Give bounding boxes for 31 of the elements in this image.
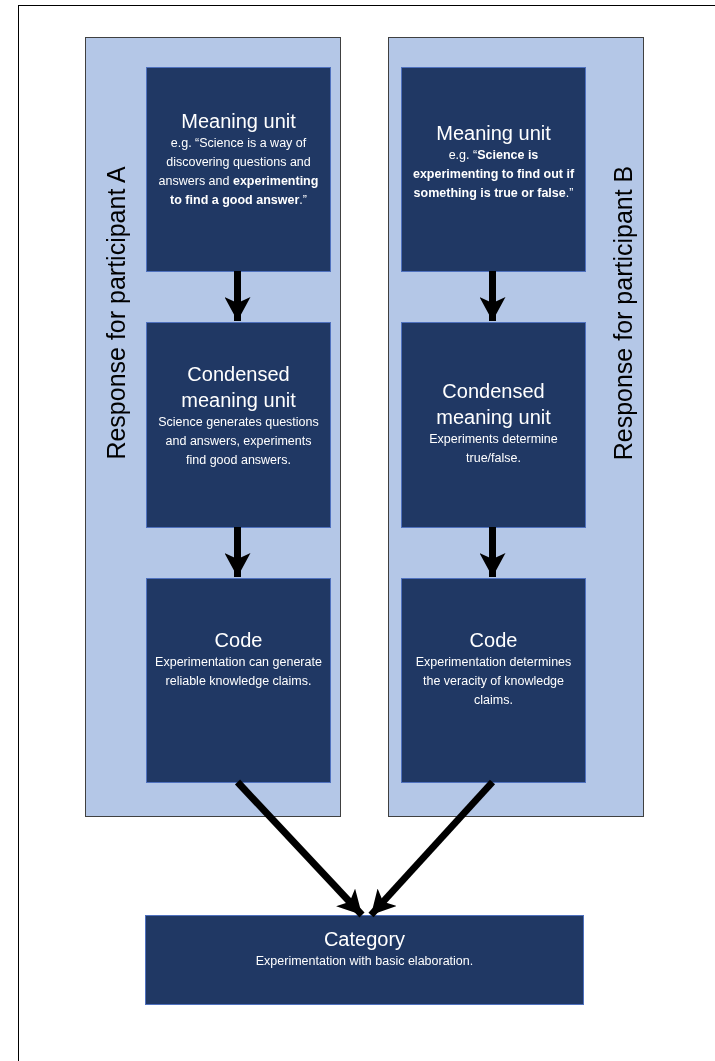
participant-panel (388, 37, 644, 817)
stage-box (146, 67, 331, 272)
stage-box (146, 578, 331, 783)
box-description: e.g. “Science is experimenting to find out if something is true or false.” (411, 147, 576, 202)
panel-label: Response for participant A (103, 166, 129, 460)
box-heading: Condensed meaning unit (435, 379, 552, 430)
stage-box (401, 67, 586, 272)
arrow (368, 779, 496, 918)
arrow (479, 271, 506, 321)
box-heading: Category (323, 927, 406, 952)
box-description: e.g. “Science is a way of discovering questions and answers and experimenting to find a good answer.” (157, 135, 320, 209)
box-heading: Code (214, 628, 263, 653)
box-heading: Meaning unit (436, 121, 551, 146)
box-description: Experimentation with basic elaboration. (255, 953, 474, 970)
box-heading: Code (469, 628, 518, 653)
arrow (234, 779, 365, 918)
stage-box (401, 322, 586, 528)
participant-panel (85, 37, 341, 817)
arrow (479, 527, 506, 577)
category-box (145, 915, 584, 1005)
panel-label: Response for participant B (610, 165, 636, 461)
box-description: Science generates questions and answers, experiments find good answers. (157, 414, 320, 469)
box-heading: Meaning unit (181, 109, 296, 134)
box-description: Experimentation can generate reliable knowledge claims. (155, 654, 322, 690)
stage-box (401, 578, 586, 783)
box-heading: Condensed meaning unit (180, 362, 297, 413)
arrow (224, 527, 251, 577)
box-description: Experiments determine true/false. (428, 431, 559, 467)
arrow (224, 271, 251, 321)
box-description: Experimentation determines the veracity of knowledge claims. (414, 654, 573, 709)
stage-box (146, 322, 331, 528)
